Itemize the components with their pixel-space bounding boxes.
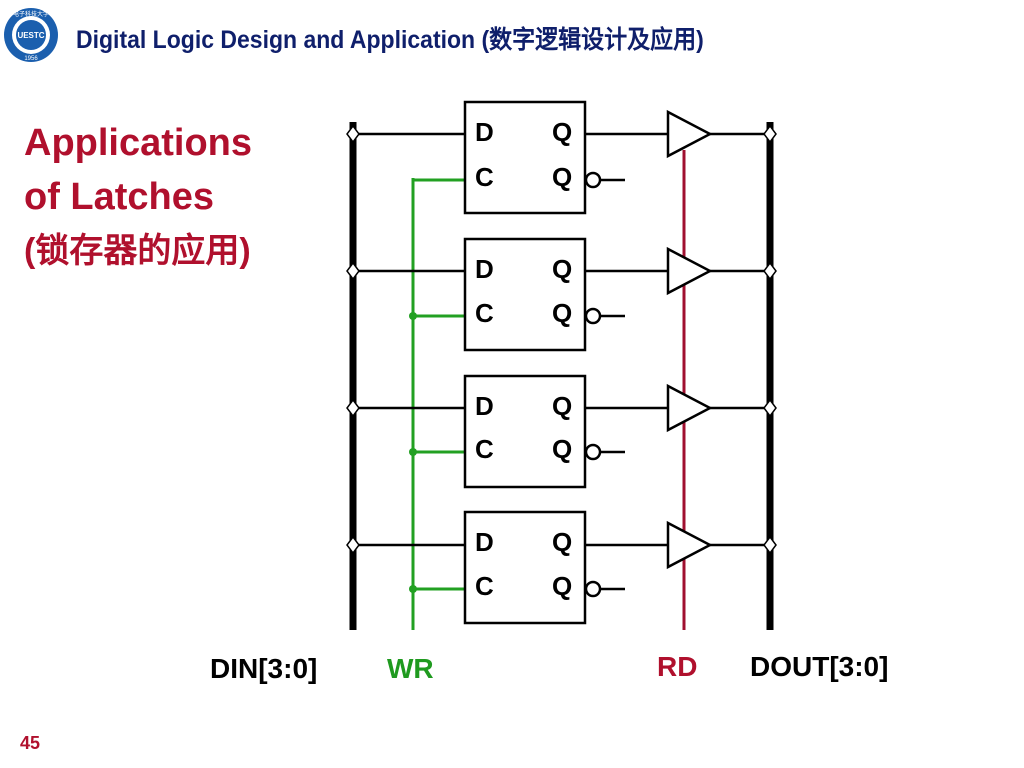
latch-3: D Q C Q [346, 510, 777, 625]
latch-0-q-pin: Q [552, 117, 572, 147]
din-label: DIN[3:0] [210, 653, 317, 684]
slide-title-line1: Applications [24, 122, 253, 164]
latch-2-q-pin: Q [552, 391, 572, 421]
logo-top-text: 电子科技大学 [13, 10, 49, 18]
latch-0-d-pin: D [475, 117, 494, 147]
latch-3-c-pin: C [475, 571, 494, 601]
latch-2: D Q C Q [346, 374, 777, 489]
logo-center-text: UESTC [17, 31, 44, 40]
latch-2-d-pin: D [475, 391, 494, 421]
dout-label: DOUT[3:0] [750, 651, 888, 682]
latch-2-c-pin: C [475, 434, 494, 464]
latch-3-q-pin: Q [552, 527, 572, 557]
tristate-buffer-3 [666, 520, 713, 570]
header-title: Digital Logic Design and Application (数字… [76, 26, 704, 54]
logo-year: 1956 [24, 56, 38, 62]
slide-title-line2: of Latches [24, 176, 215, 218]
tristate-buffer-1 [666, 246, 713, 296]
latch-1-qn-pin: Q [552, 298, 572, 328]
latch-1: D Q C Q [346, 237, 777, 352]
tristate-buffer-2 [666, 383, 713, 433]
slide-title: Applications of Latches (锁存器的应用) [24, 116, 252, 278]
latch-3-d-pin: D [475, 527, 494, 557]
university-logo: 电子科技大学 UESTC 1956 [4, 8, 58, 62]
tristate-buffer-0 [666, 109, 713, 159]
latch-0-qn-pin: Q [552, 162, 572, 192]
latch-1-c-pin: C [475, 298, 494, 328]
latch-1-q-pin: Q [552, 254, 572, 284]
rd-label: RD [657, 651, 697, 682]
latch-2-qn-pin: Q [552, 434, 572, 464]
latch-0: D Q C Q [346, 100, 777, 215]
wr-label: WR [387, 653, 434, 684]
page-number: 45 [20, 733, 41, 753]
slide-title-line3: (锁存器的应用) [24, 232, 251, 270]
latch-1-d-pin: D [475, 254, 494, 284]
latch-3-qn-pin: Q [552, 571, 572, 601]
latch-0-c-pin: C [475, 162, 494, 192]
